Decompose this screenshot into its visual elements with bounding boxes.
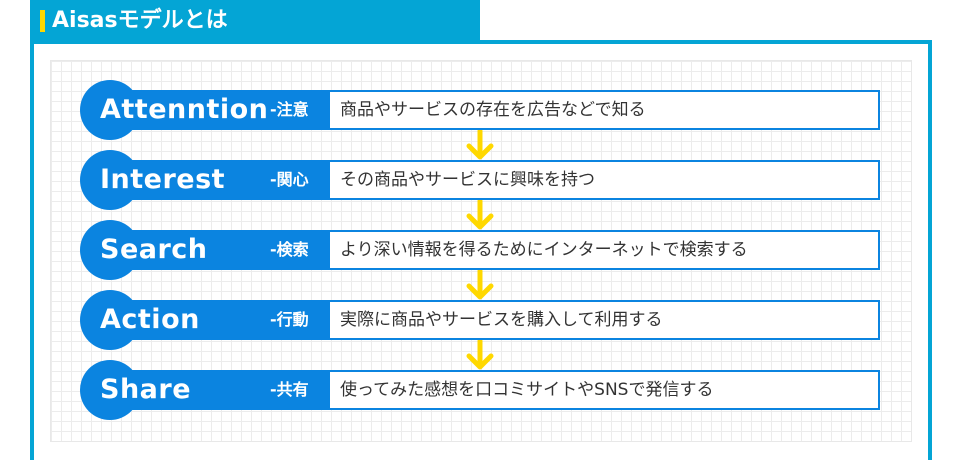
aisas-step: Share -共有 使ってみた感想を口コミサイトやSNSで発信する (80, 360, 880, 420)
step-name: Attenntion (100, 94, 269, 125)
down-arrow-icon (466, 198, 494, 230)
step-description: 使ってみた感想を口コミサイトやSNSで発信する (330, 372, 878, 408)
step-japanese-label: -検索 (270, 240, 309, 259)
step-name: Interest (100, 164, 226, 195)
step-japanese-label: -関心 (270, 170, 309, 189)
section-title: Aisasモデルとは (52, 8, 228, 33)
down-arrow-icon (466, 268, 494, 300)
step-description: 商品やサービスの存在を広告などで知る (330, 92, 878, 128)
step-japanese-label: -注意 (270, 100, 309, 119)
step-japanese-label: -行動 (270, 310, 309, 329)
section-header: Aisasモデルとは (30, 0, 480, 44)
step-description: その商品やサービスに興味を持つ (330, 162, 878, 198)
step-japanese-label: -共有 (270, 380, 309, 399)
step-name: Share (100, 374, 192, 405)
down-arrow-icon (466, 338, 494, 370)
aisas-step: Interest -関心 その商品やサービスに興味を持つ (80, 150, 880, 210)
step-description: より深い情報を得るためにインターネットで検索する (330, 232, 878, 268)
down-arrow-icon (466, 128, 494, 160)
header-accent-bar (40, 10, 45, 32)
step-name: Action (100, 304, 200, 335)
step-description: 実際に商品やサービスを購入して利用する (330, 302, 878, 338)
step-name: Search (100, 234, 208, 265)
aisas-step: Search -検索 より深い情報を得るためにインターネットで検索する (80, 220, 880, 280)
aisas-step: Attenntion -注意 商品やサービスの存在を広告などで知る (80, 80, 880, 140)
aisas-step: Action -行動 実際に商品やサービスを購入して利用する (80, 290, 880, 350)
